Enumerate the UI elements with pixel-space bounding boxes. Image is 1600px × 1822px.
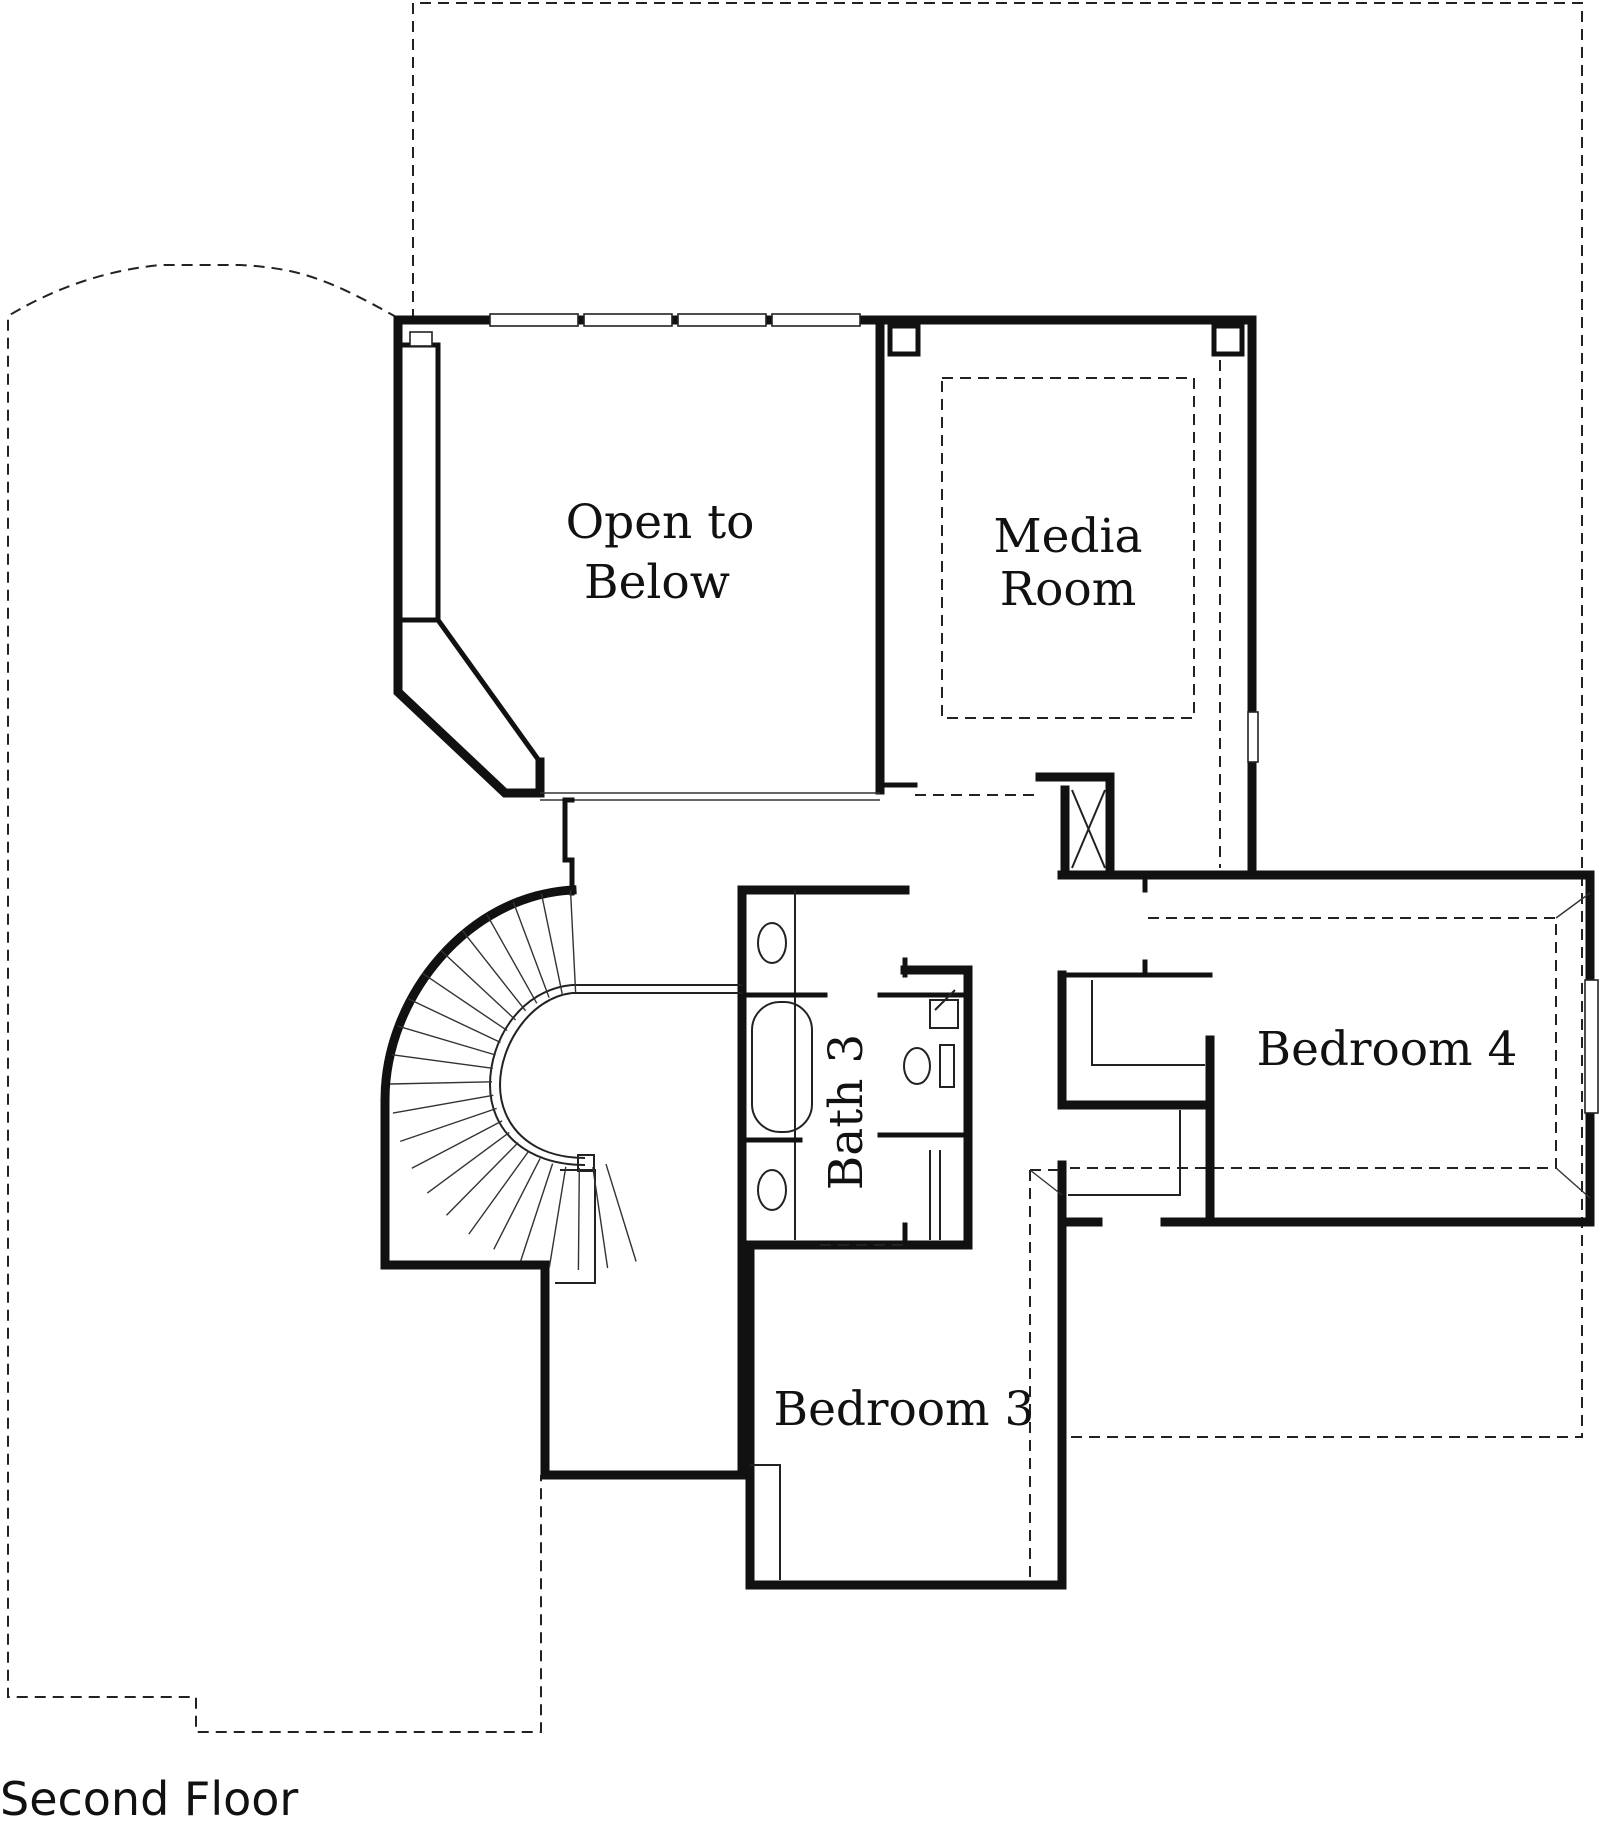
stair-tread <box>397 1025 496 1056</box>
stair-treads <box>389 890 637 1271</box>
stair-tread <box>426 1131 510 1194</box>
stair-tread <box>440 949 517 1021</box>
stair-tread <box>512 901 550 998</box>
bedroom-4-label: Bedroom 4 <box>1257 1022 1518 1077</box>
stair-tread <box>540 893 563 994</box>
stair-tread <box>592 1166 609 1269</box>
stair-tread <box>548 1166 567 1268</box>
stair-tread <box>391 1054 493 1069</box>
top-windows <box>489 313 861 327</box>
bedroom-3-label: Bedroom 3 <box>774 1382 1035 1437</box>
floor-title: Second Floor <box>0 1772 298 1822</box>
bedroom-3-area <box>737 1160 1067 1590</box>
bath-3-label: Bath 3 <box>819 1034 874 1191</box>
stair-tread <box>461 930 527 1012</box>
open-to-below-label-line2: Below <box>584 555 730 610</box>
stair-tread <box>392 1094 494 1114</box>
media-room-label-line1: Media <box>993 509 1142 564</box>
media-room-area <box>875 315 1259 880</box>
stair-tread <box>605 1163 637 1262</box>
stair-tread <box>468 1150 530 1235</box>
stair-tread <box>569 890 577 993</box>
media-room-label-line2: Room <box>1000 562 1137 617</box>
stair-tread <box>407 998 501 1044</box>
stair-tread <box>486 914 538 1004</box>
stair-tread <box>493 1158 541 1250</box>
stair-tread <box>389 1081 493 1085</box>
first-floor-outline <box>7 2 1583 1733</box>
open-to-below-label-line1: Open to <box>566 495 755 550</box>
stair-tread <box>411 1120 503 1169</box>
stair-tread <box>577 1167 580 1271</box>
stair-tread <box>446 1142 519 1216</box>
bath-3-area <box>737 885 973 1250</box>
stair-tread <box>399 1107 497 1143</box>
spiral-staircase <box>380 797 747 1480</box>
bedroom-4-area <box>1057 870 1599 1227</box>
stair-tread <box>520 1163 554 1261</box>
stair-tread <box>422 972 508 1032</box>
